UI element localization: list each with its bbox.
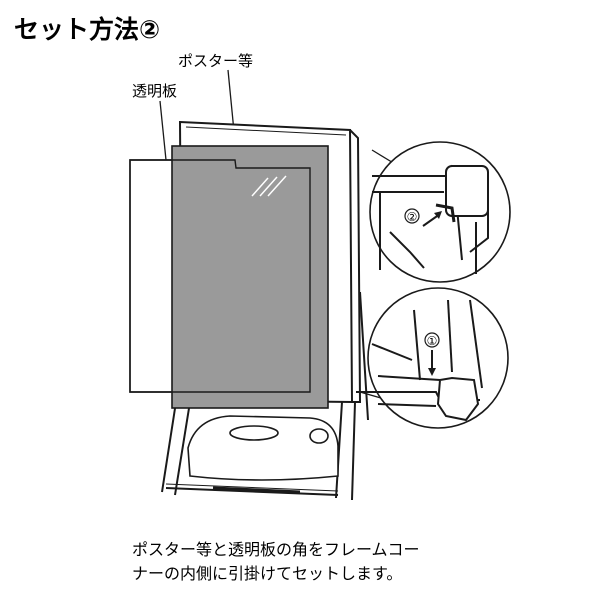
acrylic-leader-line [159,100,167,161]
poster-label: ポスター等 [178,52,254,70]
instruction-caption: ポスター等と透明板の角をフレームコー ナーの内側に引掛けてセットします。 [132,538,572,586]
caption-line-1: ポスター等と透明板の角をフレームコー [132,540,420,559]
poster-sheet [171,145,329,409]
acrylic-edges [129,159,311,393]
detail-circle-step2: ② [369,141,511,283]
step1-marker: ① [427,334,438,348]
shine-marks [251,175,287,197]
caption-line-2: ナーの内側に引掛けてセットします。 [132,564,403,583]
acrylic-panel-label: 透明板 [132,82,178,100]
detail-circle-step1: ① [356,287,509,429]
page-title: セット方法② [14,15,161,44]
water-tank-base [187,415,339,481]
step2-marker: ② [407,210,418,224]
